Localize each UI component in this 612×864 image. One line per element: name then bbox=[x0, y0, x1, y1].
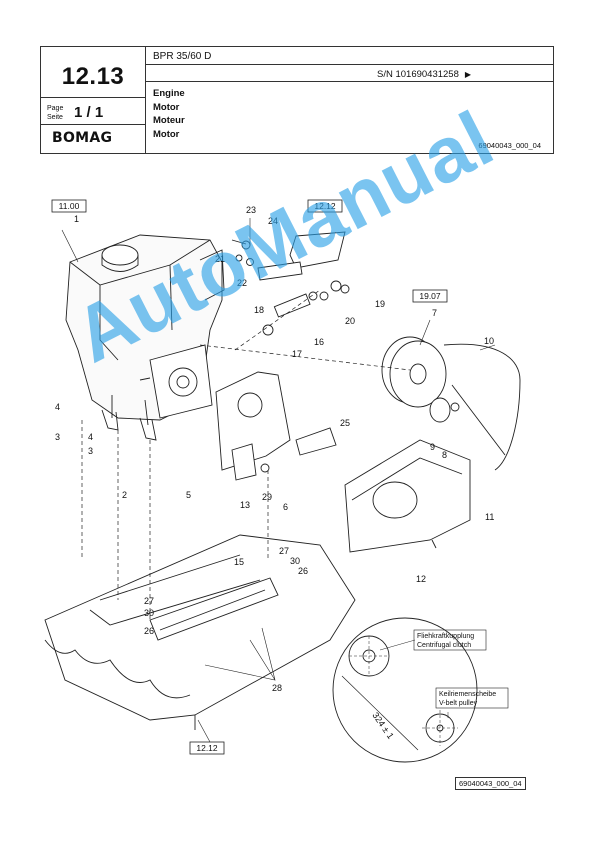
clutch-label-en: Centrifugal clutch bbox=[417, 642, 471, 649]
header-rule bbox=[41, 124, 145, 125]
callout-number: 2 bbox=[122, 490, 127, 500]
page-label: Page Seite bbox=[47, 105, 63, 122]
callout-number: 3 bbox=[88, 446, 93, 456]
callout-number: 26 bbox=[298, 566, 308, 576]
title-en: Engine bbox=[153, 88, 185, 99]
ref-box-base: 12.12 bbox=[196, 743, 218, 753]
header-table: BPR 35/60 D S/N 101690431258 ▶ 12.13 Page… bbox=[40, 46, 554, 154]
callout-number: 22 bbox=[237, 278, 247, 288]
header-divider bbox=[145, 47, 146, 153]
model-name: BPR 35/60 D bbox=[153, 51, 212, 62]
pulley-belt bbox=[381, 336, 521, 471]
callout-number: 18 bbox=[254, 305, 264, 315]
callout-number: 30 bbox=[144, 608, 154, 618]
leader-lines bbox=[81, 289, 411, 620]
callout-number: 28 bbox=[272, 683, 282, 693]
page-label-de: Seite bbox=[47, 113, 63, 121]
pulley-label-de: Keilriemenscheibe bbox=[439, 691, 496, 698]
callout-number: 17 bbox=[292, 349, 302, 359]
callout-number: 6 bbox=[283, 502, 288, 512]
callout-number: 19 bbox=[375, 299, 385, 309]
callout-number: 4 bbox=[55, 402, 60, 412]
callout-number: 30 bbox=[290, 556, 300, 566]
serial-arrow-icon: ▶ bbox=[464, 70, 472, 79]
callout-number: 11 bbox=[485, 512, 494, 522]
callout-number: 20 bbox=[345, 316, 355, 326]
mounting-plate bbox=[215, 371, 337, 481]
callout-number: 25 bbox=[340, 418, 350, 428]
pulley-label-en: V-belt pulley bbox=[439, 700, 478, 707]
callout-number: 24 bbox=[268, 216, 278, 226]
title-nl: Motor bbox=[153, 128, 180, 140]
callout-number: 10 bbox=[484, 336, 494, 346]
callout-number: 13 bbox=[240, 500, 250, 510]
brand-logo: BOMAG bbox=[52, 130, 113, 146]
part-titles: Engine Motor Moteur Motor bbox=[153, 87, 185, 141]
header-rule bbox=[145, 64, 553, 65]
clutch-label-de: Fliehkraftkupplung bbox=[417, 633, 474, 640]
ref-box-bracket: 12.12 bbox=[314, 201, 336, 211]
callout-number: 12 bbox=[416, 574, 426, 584]
title-fr: Moteur bbox=[153, 115, 185, 126]
callout-number: 7 bbox=[432, 308, 437, 318]
callout-number: 27 bbox=[279, 546, 289, 556]
document-code: 69040043_000_04 bbox=[478, 141, 541, 150]
callout-number: 9 bbox=[430, 442, 435, 452]
bracket-parts bbox=[231, 231, 350, 336]
callout-number: 15 bbox=[234, 557, 244, 567]
callout-number: 23 bbox=[246, 205, 256, 215]
belt-guard bbox=[344, 439, 471, 553]
ref-box-pulley: 19.07 bbox=[419, 291, 441, 301]
footer-code: 69040043_000_04 bbox=[455, 777, 526, 790]
callout-number: 26 bbox=[144, 626, 154, 636]
header-rule bbox=[41, 97, 145, 98]
ref-box-engine: 11.00 bbox=[59, 201, 80, 211]
callout-number: 27 bbox=[144, 596, 154, 606]
serial-text: S/N 101690431258 bbox=[377, 69, 459, 80]
title-de: Motor bbox=[153, 101, 180, 113]
detail-circle bbox=[332, 617, 478, 763]
callout-number: 3 bbox=[55, 432, 60, 442]
callout-number: 21 bbox=[215, 254, 225, 264]
callout-number: 8 bbox=[442, 450, 447, 460]
page-value: 1 / 1 bbox=[74, 104, 104, 121]
callout-number: 29 bbox=[262, 492, 272, 502]
callout-number: 1 bbox=[74, 214, 79, 224]
callout-number: 16 bbox=[314, 337, 324, 347]
callout-number: 5 bbox=[186, 490, 191, 500]
serial-number: S/N 101690431258 ▶ bbox=[377, 69, 471, 80]
page-label-en: Page bbox=[47, 105, 64, 112]
callout-number: 4 bbox=[88, 432, 93, 442]
base-plate bbox=[44, 534, 356, 730]
engine-illustration bbox=[65, 234, 225, 441]
section-number: 12.13 bbox=[61, 63, 125, 90]
header-rule bbox=[145, 81, 553, 82]
